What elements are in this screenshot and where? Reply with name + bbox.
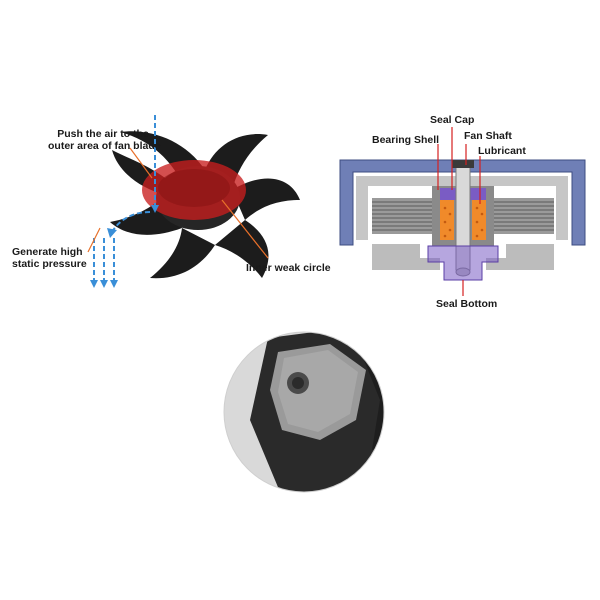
fan-shaft-top (452, 160, 474, 168)
seal-cap-label: Seal Cap (430, 114, 475, 126)
arrowhead (100, 280, 108, 288)
inset-grey-mount-highlight (278, 350, 358, 432)
lubricant-right (472, 200, 486, 240)
seal-bottom-label: Seal Bottom (436, 298, 498, 310)
static-pressure-label: Generate high static pressure (12, 246, 87, 270)
airflow-arrowheads (90, 205, 159, 288)
fan-blade (232, 178, 300, 220)
seal-bottom (427, 245, 499, 281)
stator-right (494, 198, 554, 234)
bearing-leader-lines (437, 127, 481, 296)
leader-inner-circle (221, 199, 269, 259)
motor-inner-frame (356, 176, 568, 240)
motor-base-plate (372, 244, 554, 270)
leader-static-pressure (87, 227, 101, 253)
arrowhead (151, 205, 159, 213)
fan-blade (215, 220, 269, 278)
fan-shaft-label: Fan Shaft (464, 130, 512, 142)
inset-mount-hole-inner (292, 377, 304, 389)
lubricant-dots (443, 206, 484, 238)
leader-push-air (129, 147, 153, 179)
push-air-label: Push the air to the outer area of fan bl… (48, 128, 161, 152)
stator-left (372, 198, 432, 234)
inner-weak-circle-label: Inner weak circle (246, 262, 331, 274)
static-pressure-label-line1: Generate high (12, 246, 83, 258)
inset-circle-border (223, 331, 385, 493)
push-air-label-line2: outer area of fan blade (48, 140, 161, 152)
static-pressure-label-line2: static pressure (12, 258, 87, 270)
fan-leader-lines (87, 147, 269, 259)
bearing-shell-label: Bearing Shell (372, 134, 440, 146)
fan-blade (150, 228, 215, 279)
inner-weak-circle-core (158, 169, 230, 207)
motor-frame (339, 159, 586, 246)
push-air-label-line1: Push the air to the (57, 128, 149, 140)
inset-blade-edge (360, 350, 384, 450)
arrowhead (90, 280, 98, 288)
arrowhead (110, 280, 118, 288)
inset-closeup (250, 332, 384, 492)
arrowhead (107, 228, 117, 238)
lubricant-label: Lubricant (478, 145, 526, 157)
lubricant-left (440, 200, 454, 240)
